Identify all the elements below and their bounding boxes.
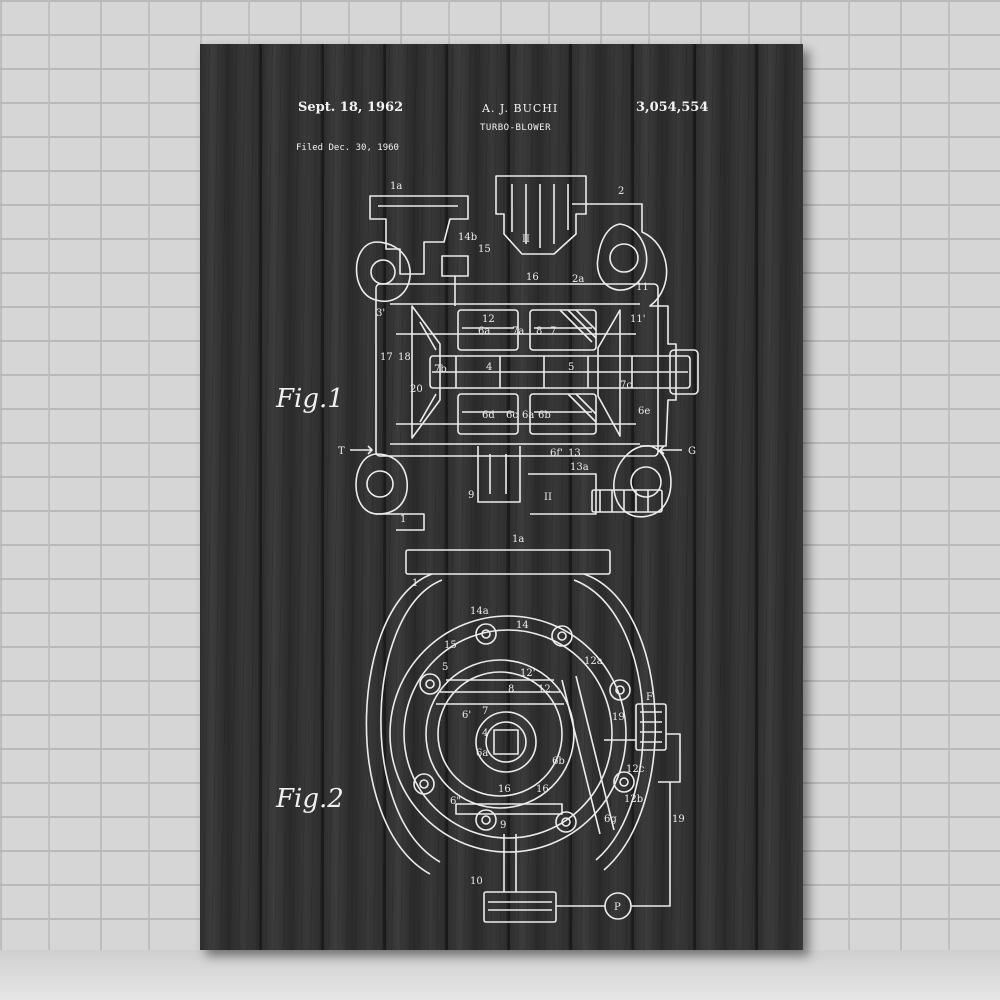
callout-fig2-1a: 1a — [512, 534, 524, 545]
callout-fig2-5: 5 — [442, 662, 448, 673]
callout-G: G — [688, 446, 696, 457]
callout-fig2-6a: 6a — [476, 748, 488, 759]
callout-9: 9 — [468, 490, 474, 501]
callout-12b: 12b — [624, 794, 643, 805]
callout-2a: 2a — [572, 274, 584, 285]
callout-16: 16 — [526, 272, 539, 283]
callout-II: II — [522, 234, 530, 245]
callout-fig2-1: 1 — [412, 578, 418, 589]
wood-plank-background — [200, 44, 803, 950]
callout-12a: 12a — [584, 656, 603, 667]
callout-4: 4 — [486, 362, 492, 373]
callout-fig2-8: 8 — [508, 684, 514, 695]
callout-8: 8 — [536, 326, 542, 337]
callout-11prime: 11' — [630, 314, 645, 325]
callout-6b: 6b — [538, 410, 551, 421]
callout-1a: 1a — [390, 181, 402, 192]
callout-14a: 14a — [470, 606, 489, 617]
callout-F: F — [646, 692, 653, 703]
patent-number: 3,054,554 — [636, 100, 709, 115]
callout-18: 18 — [398, 352, 411, 363]
callout-6g: 6g — [604, 814, 617, 825]
callout-7: 7 — [550, 326, 556, 337]
callout-fig2-15: 15 — [444, 640, 457, 651]
callout-fig2-19: 19 — [612, 712, 625, 723]
figure-callouts: 1a 14b 15 II 16 2 2a 3' 12 6a 7a 8 7 11 … — [338, 181, 696, 913]
callout-fig2-12: 12 — [538, 684, 551, 695]
patent-poster: Sept. 18, 1962 A. J. BUCHI TURBO-BLOWER … — [200, 44, 803, 950]
callout-fig2-6b: 6b — [552, 756, 565, 767]
patent-filed-date: Filed Dec. 30, 1960 — [296, 143, 399, 153]
callout-17: 17 — [380, 352, 393, 363]
callout-fig2-4: 4 — [482, 728, 488, 739]
figure-1-label: Fig.1 — [276, 384, 344, 414]
callout-6doubleprime: 6" — [450, 796, 461, 807]
patent-title: TURBO-BLOWER — [480, 123, 552, 133]
wood-grain-overlay — [200, 44, 803, 950]
callout-P: P — [614, 902, 621, 913]
callout-7a: 7a — [512, 326, 524, 337]
callout-5: 5 — [568, 362, 574, 373]
callout-7c: 7c — [620, 380, 632, 391]
callout-15: 15 — [478, 244, 491, 255]
callout-3prime: 3' — [376, 308, 385, 319]
callout-6d: 6d — [482, 410, 495, 421]
callout-7b: 7b — [434, 364, 447, 375]
callout-fig2-9: 9 — [500, 820, 506, 831]
patent-inventor: A. J. BUCHI — [482, 102, 559, 115]
callout-12: 12 — [482, 314, 495, 325]
callout-14: 14 — [516, 620, 529, 631]
callout-11: 11 — [636, 282, 649, 293]
callout-6prime: 6' — [462, 710, 471, 721]
callout-II-b: II — [544, 492, 552, 503]
callout-6e: 6e — [638, 406, 650, 417]
callout-14b: 14b — [458, 232, 477, 243]
callout-12prime: 12' — [520, 668, 535, 679]
patent-date: Sept. 18, 1962 — [298, 100, 404, 115]
callout-T: T — [338, 446, 345, 457]
callout-20: 20 — [410, 384, 423, 395]
floor-strip — [0, 950, 1000, 1000]
callout-6a: 6a — [478, 326, 490, 337]
figure-2-drawing — [365, 549, 681, 923]
callout-12c: 12c — [626, 764, 645, 775]
callout-fig2-7: 7 — [482, 706, 488, 717]
callout-16-a: 16 — [498, 784, 511, 795]
figure-2-label: Fig.2 — [276, 784, 344, 814]
callout-13a: 13a — [570, 462, 589, 473]
callout-2: 2 — [618, 186, 624, 197]
callout-13: 13 — [568, 448, 581, 459]
figure-1-drawing — [350, 175, 699, 531]
callout-16-b: 16 — [536, 784, 549, 795]
callout-6a-b: 6a — [522, 410, 534, 421]
callout-10: 10 — [470, 876, 483, 887]
callout-6fprime: 6f' — [550, 448, 563, 459]
callout-fig2-19-b: 19 — [672, 814, 685, 825]
patent-drawing: 1a 14b 15 II 16 2 2a 3' 12 6a 7a 8 7 11 … — [338, 175, 699, 923]
callout-6c: 6c — [506, 410, 518, 421]
callout-1: 1 — [400, 514, 406, 525]
